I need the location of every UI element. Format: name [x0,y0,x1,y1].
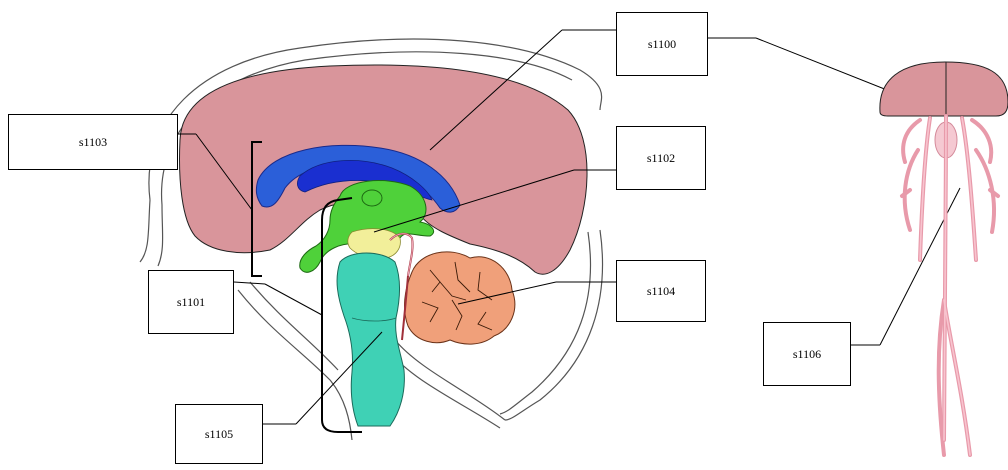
label-s1101: s1101 [148,270,234,334]
label-s1104: s1104 [616,260,706,322]
small-brain [880,62,1008,116]
label-s1102: s1102 [616,126,706,190]
label-s1106: s1106 [763,322,851,386]
brainstem [337,253,404,426]
label-s1105: s1105 [175,404,263,464]
label-s1103: s1103 [8,114,178,170]
label-s1100: s1100 [616,12,708,76]
nervous-system [880,62,1008,455]
thalamus-nucleus [362,190,382,206]
